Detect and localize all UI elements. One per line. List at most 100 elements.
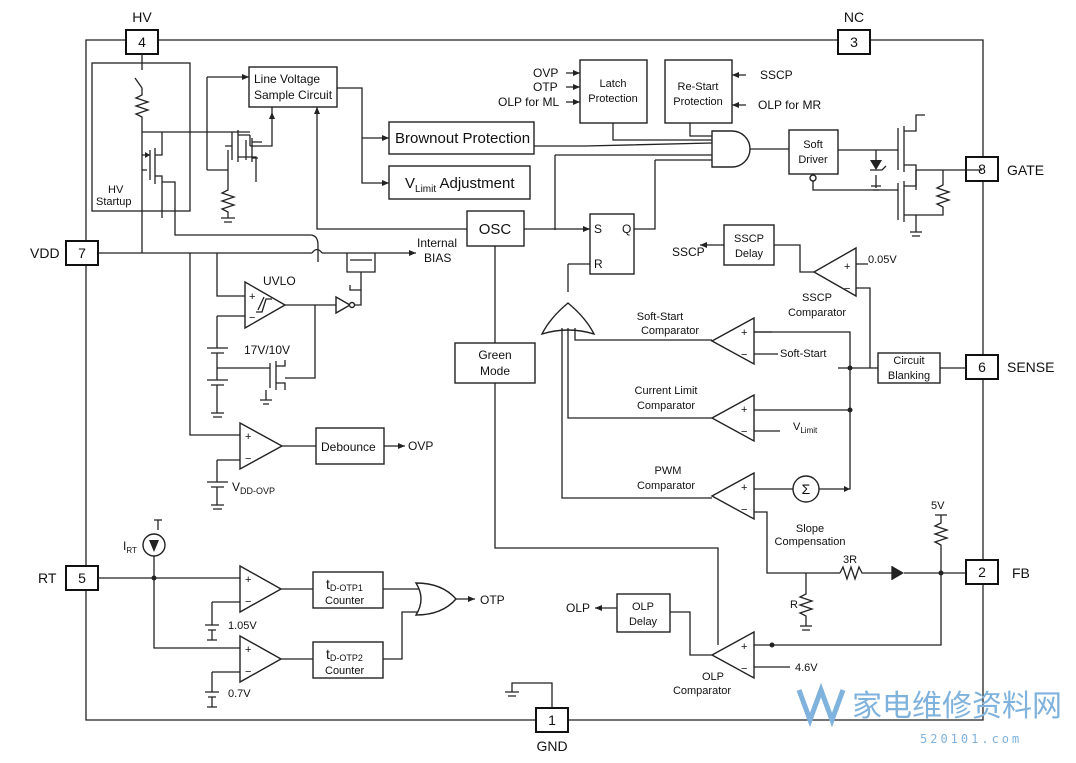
osc-block xyxy=(466,210,525,247)
svg-text:OLP: OLP xyxy=(632,601,654,613)
svg-text:OLP for MR: OLP for MR xyxy=(758,98,821,112)
svg-text:Blanking: Blanking xyxy=(888,370,930,382)
svg-text:Delay: Delay xyxy=(735,248,764,260)
svg-text:Internal: Internal xyxy=(417,236,457,250)
svg-text:1.05V: 1.05V xyxy=(228,620,257,632)
vlimit-adjustment-block xyxy=(388,165,531,200)
svg-text:Green: Green xyxy=(478,348,511,362)
chip-outline xyxy=(85,39,984,721)
svg-text:SSCP: SSCP xyxy=(734,233,764,245)
otp1-counter-block xyxy=(312,571,384,609)
ovp-comparator xyxy=(239,421,284,471)
svg-text:8: 8 xyxy=(978,161,986,177)
svg-text:RT: RT xyxy=(38,570,57,586)
svg-text:R: R xyxy=(594,257,603,271)
svg-text:5V: 5V xyxy=(931,500,945,512)
sr-latch xyxy=(589,213,635,275)
pin-hv: 4 HV xyxy=(125,9,159,55)
svg-text:VDD: VDD xyxy=(30,245,60,261)
svg-text:OTP: OTP xyxy=(480,593,505,607)
output-mosfet-high xyxy=(897,114,982,172)
svg-text:OLP: OLP xyxy=(702,671,724,683)
uvlo-inputs xyxy=(216,253,245,348)
comparators-to-or-wires xyxy=(561,328,712,499)
svg-text:6: 6 xyxy=(978,359,986,375)
svg-text:SSCP: SSCP xyxy=(802,292,832,304)
fb-divider xyxy=(754,511,840,631)
svg-text:OSC: OSC xyxy=(479,221,512,238)
lv-resistor-ground xyxy=(219,150,237,223)
rt-node-wires xyxy=(98,556,240,649)
uvlo-references xyxy=(207,347,228,418)
svg-text:Re-Start: Re-Start xyxy=(678,81,719,93)
brownout-to-and-wire xyxy=(534,142,713,147)
otp-or-gate xyxy=(414,582,457,616)
svg-text:HV: HV xyxy=(108,184,124,196)
svg-text:S: S xyxy=(594,222,602,236)
svg-text:Mode: Mode xyxy=(480,364,510,378)
svg-text:SSCP: SSCP xyxy=(672,245,705,259)
svg-text:Delay: Delay xyxy=(629,616,658,628)
svg-text:Startup: Startup xyxy=(96,196,131,208)
pwm-comparator xyxy=(710,471,755,521)
svg-text:Sample Circuit: Sample Circuit xyxy=(254,88,333,102)
pin-nc: 3 NC xyxy=(837,9,871,55)
output-mosfet-low xyxy=(897,170,922,237)
svg-text:Comparator: Comparator xyxy=(641,325,699,337)
svg-text:17V/10V: 17V/10V xyxy=(244,343,290,357)
otp2-counter-block xyxy=(312,641,384,679)
svg-text:2: 2 xyxy=(978,564,986,580)
svg-text:Slope: Slope xyxy=(796,523,824,535)
svg-text:−: − xyxy=(741,426,747,438)
pin-fb: 2 FB xyxy=(965,559,1030,585)
svg-text:Brownout Protection: Brownout Protection xyxy=(395,130,530,147)
pin-vdd: 7 VDD xyxy=(30,240,99,266)
svg-text:SENSE: SENSE xyxy=(1007,359,1054,375)
svg-text:GATE: GATE xyxy=(1007,162,1044,178)
bias-switch xyxy=(346,253,376,291)
olp-comparator xyxy=(710,630,755,680)
green-mode-block xyxy=(454,342,536,384)
svg-text:Comparator: Comparator xyxy=(637,400,695,412)
svg-text:BIAS: BIAS xyxy=(424,251,451,265)
svg-text:VLimit: VLimit xyxy=(793,421,818,435)
lv-to-brownout-wire xyxy=(337,87,389,184)
svg-text:Comparator: Comparator xyxy=(673,685,731,697)
sscp-comparator xyxy=(812,246,857,298)
olp-delay-block xyxy=(616,593,671,633)
hv-jfet xyxy=(142,132,163,218)
svg-text:−: − xyxy=(844,283,850,295)
svg-text:Counter: Counter xyxy=(325,665,364,677)
svg-text:+: + xyxy=(245,644,251,656)
otp-comparator-1 xyxy=(239,564,283,614)
fb-diode xyxy=(892,566,904,580)
svg-text:0.7V: 0.7V xyxy=(228,688,251,700)
svg-text:SSCP: SSCP xyxy=(760,68,793,82)
svg-text:+: + xyxy=(844,261,850,273)
svg-text:Driver: Driver xyxy=(798,154,828,166)
brownout-protection-block xyxy=(388,121,535,155)
soft-driver-block xyxy=(788,129,839,175)
uvlo-inverter xyxy=(335,295,352,315)
watermark-logo: 家电维修资料网 520101.com xyxy=(796,682,1062,746)
svg-text:家电维修资料网: 家电维修资料网 xyxy=(852,689,1062,724)
svg-text:HV: HV xyxy=(132,9,152,25)
q-to-and-wire xyxy=(634,159,712,230)
svg-text:GND: GND xyxy=(536,738,567,754)
circuit-blanking-block xyxy=(877,352,941,384)
ovp-inputs xyxy=(189,253,240,482)
pin-gate: 8 GATE xyxy=(965,156,1044,182)
svg-text:Comparator: Comparator xyxy=(637,480,695,492)
uvlo-comparator xyxy=(244,280,287,330)
driver-bubble xyxy=(809,174,817,182)
svg-text:0.05V: 0.05V xyxy=(868,254,897,266)
svg-text:7: 7 xyxy=(78,245,86,261)
restart-input-wires xyxy=(732,74,746,106)
svg-text:+: + xyxy=(741,482,747,494)
hv-node-wire xyxy=(141,131,250,170)
svg-text:Soft: Soft xyxy=(803,139,823,151)
gate-pulldown-resistor xyxy=(915,170,952,216)
svg-text:Latch: Latch xyxy=(600,78,627,90)
svg-text:OLP: OLP xyxy=(566,601,590,615)
ovp-reference xyxy=(207,481,228,510)
